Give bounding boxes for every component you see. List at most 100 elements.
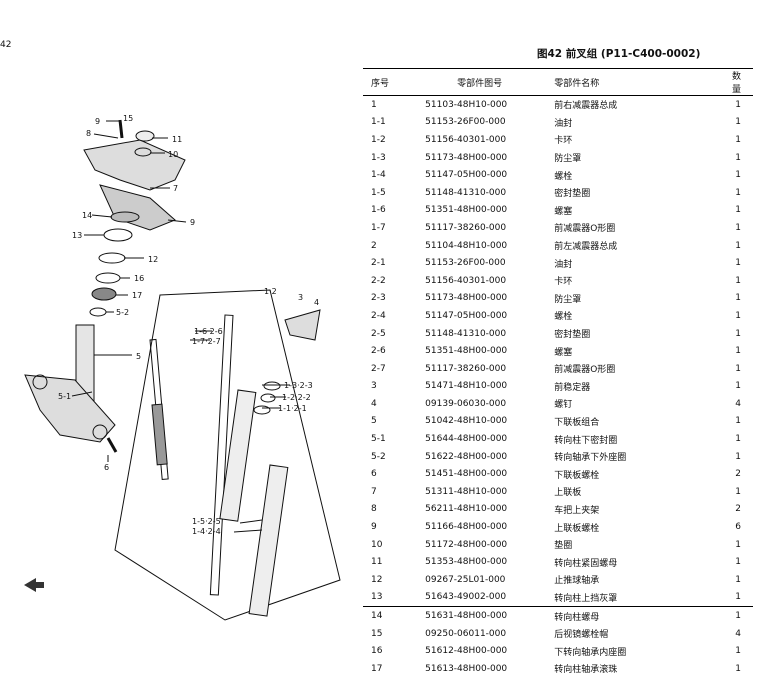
cell-seq: 2-6 [371, 346, 386, 357]
cell-name: 下转向轴承内座圈 [554, 647, 627, 658]
callout-11: 11 [172, 135, 182, 144]
exploded-diagram: 9 15 8 11 10 7 14 9 13 12 16 17 5-2 5 5-… [0, 80, 350, 640]
washer-10-shape [134, 147, 152, 157]
cell-seq: 1 [371, 99, 377, 110]
cell-code: 51471-48H10-000 [425, 381, 508, 392]
cell-name: 转向柱轴承滚珠 [554, 665, 618, 676]
nut-11-shape [135, 130, 155, 142]
cell-qty: 1 [735, 328, 741, 339]
cell-code: 51351-48H00-000 [425, 346, 508, 357]
cell-qty: 1 [735, 574, 741, 585]
cell-name: 上联板 [554, 488, 582, 499]
cell-qty: 1 [735, 592, 741, 603]
cell-qty: 1 [735, 187, 741, 198]
cell-seq: 1-3 [371, 152, 386, 163]
cell-name: 车把上夹架 [554, 505, 600, 516]
cell-name: 螺钉 [554, 400, 573, 411]
cell-code: 51147-05H00-000 [425, 310, 508, 321]
callout-8: 8 [86, 129, 91, 138]
callout-9a: 9 [95, 117, 100, 126]
cell-code: 51148-41310-000 [425, 328, 507, 339]
cell-qty: 1 [735, 275, 741, 286]
callout-9b: 9 [190, 218, 195, 227]
cell-seq: 17 [371, 663, 383, 674]
cell-seq: 15 [371, 628, 383, 639]
cell-qty: 1 [735, 416, 741, 427]
cell-qty: 1 [735, 646, 741, 657]
cell-code: 51173-48H00-000 [425, 293, 508, 304]
cell-seq: 1-4 [371, 170, 386, 181]
cell-name: 油封 [554, 118, 573, 129]
fork-tube-right [209, 314, 234, 596]
cell-code: 51117-38260-000 [425, 363, 507, 374]
header-qty: 数量 [731, 68, 753, 96]
bearing-12-shape [98, 252, 126, 264]
cell-qty: 1 [735, 205, 741, 216]
callout-1-4-2-4: 1-4·2-4 [192, 527, 221, 536]
cell-name: 防尘罩 [554, 294, 582, 305]
cell-name: 转向柱上挡灰罩 [554, 593, 618, 604]
balls-17-shape [91, 287, 117, 301]
cell-seq: 12 [371, 574, 383, 585]
callout-1-1-2-1: 1-1·2-1 [278, 404, 307, 413]
cell-name: 密封垫圈 [554, 330, 591, 341]
cell-code: 51451-48H00-000 [425, 469, 508, 480]
callout-1-2: 1·2 [264, 287, 277, 296]
fork-box-outline [114, 289, 341, 621]
cell-seq: 2-7 [371, 363, 386, 374]
cell-seq: 2-5 [371, 328, 386, 339]
cell-name: 转向柱螺母 [554, 606, 732, 625]
cell-seq: 3 [371, 381, 377, 392]
cell-qty: 1 [735, 134, 741, 145]
cell-qty: 1 [735, 346, 741, 357]
cell-qty: 4 [735, 398, 741, 409]
cell-seq: 1-1 [371, 117, 386, 128]
table-row: 1-2 51156-40301-000 卡环 1 [363, 131, 753, 149]
cell-name: 止推球轴承 [554, 576, 600, 587]
stabilizer-shape [284, 309, 321, 341]
cell-seq: 8 [371, 504, 377, 515]
slider-left [219, 389, 257, 522]
cell-code: 51156-40301-000 [425, 134, 507, 145]
cell-qty: 1 [735, 434, 741, 445]
bearing-13-shape [103, 228, 133, 242]
cell-name: 防尘罩 [554, 154, 582, 165]
cell-name: 上联板螺栓 [554, 523, 600, 534]
race-52-shape [89, 307, 107, 317]
cell-code: 51148-41310-000 [425, 187, 507, 198]
cell-qty: 1 [735, 258, 741, 269]
cell-qty: 6 [735, 522, 741, 533]
callout-1-6-2-6: 1-6·2-6 [194, 327, 223, 336]
cell-qty: 4 [735, 628, 741, 639]
cell-qty: 1 [735, 310, 741, 321]
cell-name: 密封垫圈 [554, 189, 591, 200]
cell-code: 51104-48H10-000 [425, 240, 508, 251]
callout-1-2-2-2: 1-2·2-2 [282, 393, 311, 402]
cell-qty: 1 [735, 222, 741, 233]
cell-name: 螺塞 [554, 206, 573, 217]
cell-qty: 1 [735, 240, 741, 251]
cell-seq: 5-1 [371, 434, 386, 445]
cell-code: 51156-40301-000 [425, 275, 507, 286]
cell-name: 卡环 [554, 136, 573, 147]
cell-qty: 1 [735, 451, 741, 462]
cell-name: 转向柱紧固螺母 [554, 558, 618, 569]
callout-7: 7 [173, 184, 178, 193]
cell-seq: 1-2 [371, 134, 386, 145]
table-header-row: 序号 零部件图号 零部件名称 数量 [363, 68, 753, 96]
cell-seq: 11 [371, 557, 383, 568]
